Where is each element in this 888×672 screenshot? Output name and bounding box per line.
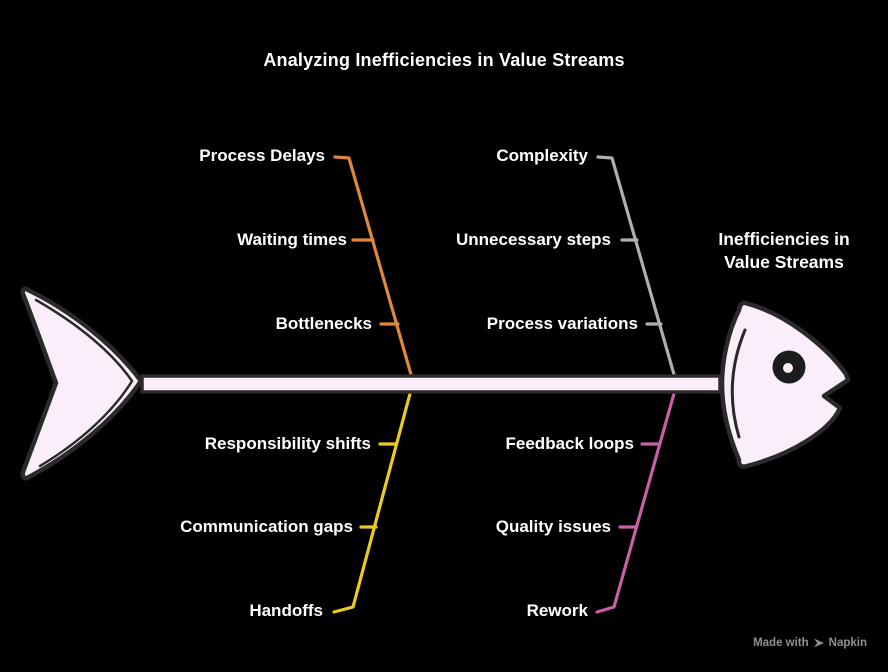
branch-bottom-left (332, 388, 413, 614)
cause-communication-gaps: Communication gaps (180, 517, 353, 536)
fish-eye-highlight (783, 363, 793, 373)
cause-unnecessary-steps: Unnecessary steps (456, 230, 611, 249)
napkin-logo-icon (813, 638, 824, 648)
watermark: Made with Napkin (753, 637, 867, 649)
cause-bottlenecks: Bottlenecks (275, 314, 372, 333)
branch-top-left (333, 155, 414, 380)
cause-handoffs: Handoffs (249, 601, 323, 620)
fish-tail-inner-line (34, 298, 134, 468)
cause-waiting-times: Waiting times (237, 230, 347, 249)
fish-spine (140, 374, 722, 394)
fish-tail (20, 286, 144, 481)
effect-label-line2: Value Streams (724, 252, 844, 272)
cause-process-variations: Process variations (486, 314, 638, 333)
fish-gill-line (730, 328, 747, 439)
fish-head (719, 300, 851, 469)
effect-label: Inefficiencies in Value Streams (694, 228, 874, 274)
cause-quality-issues: Quality issues (495, 517, 611, 536)
branch-bottom-left-line (332, 388, 413, 614)
diagram-title: Analyzing Inefficiencies in Value Stream… (263, 50, 625, 70)
cause-rework: Rework (526, 601, 588, 620)
effect-label-line1: Inefficiencies in (718, 229, 850, 249)
branch-bottom-right-line (595, 388, 677, 614)
cause-process-delays: Process Delays (199, 146, 325, 165)
watermark-prefix: Made with (753, 637, 809, 649)
cause-feedback-loops: Feedback loops (505, 434, 634, 453)
branch-bottom-right (595, 388, 677, 614)
branch-top-left-line (333, 155, 414, 380)
watermark-brand: Napkin (828, 637, 867, 649)
cause-responsibility-shifts: Responsibility shifts (204, 434, 371, 453)
cause-complexity: Complexity (496, 146, 588, 165)
branch-top-right-line (596, 155, 677, 380)
branch-top-right (596, 155, 677, 380)
